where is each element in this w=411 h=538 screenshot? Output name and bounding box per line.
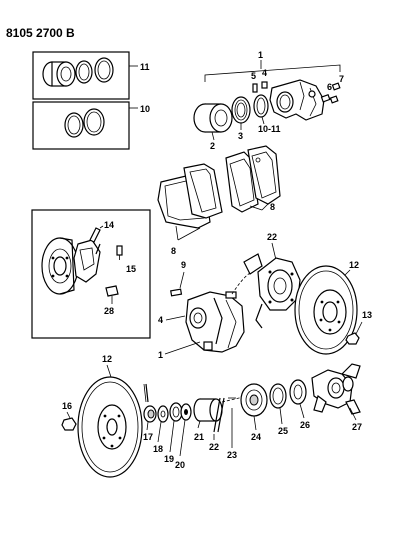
callout-6: 6 — [327, 82, 332, 92]
callout-28: 28 — [104, 306, 114, 316]
washer-20 — [180, 403, 192, 421]
callout-13: 13 — [362, 310, 372, 320]
callout-22-bottom: 22 — [209, 442, 219, 452]
steering-knuckle-27 — [311, 363, 361, 415]
bolt-15 — [116, 245, 123, 260]
caliper-assembly — [185, 291, 245, 353]
bearing-24 — [240, 383, 268, 417]
callout-19: 19 — [164, 454, 174, 464]
callout-25: 25 — [278, 426, 288, 436]
piston-boot-3 — [231, 96, 251, 124]
callout-8-top: 8 — [270, 202, 275, 212]
brake-rotor-12-right — [294, 265, 358, 355]
cotter-pin — [143, 383, 149, 403]
callout-11: 11 — [140, 62, 150, 72]
callout-3: 3 — [238, 131, 243, 141]
callout-12-left: 12 — [102, 354, 112, 364]
callout-8-left: 8 — [171, 246, 176, 256]
callout-17: 17 — [143, 432, 153, 442]
callout-16: 16 — [62, 401, 72, 411]
seal-kit-box-11 — [32, 51, 130, 100]
callout-20: 20 — [175, 460, 185, 470]
callout-4-mid: 4 — [158, 315, 163, 325]
caliper-housing — [269, 79, 325, 121]
washer-18 — [157, 405, 169, 423]
callout-10-11: 10-11 — [258, 124, 281, 134]
callout-26: 26 — [300, 420, 310, 430]
callout-23: 23 — [227, 450, 237, 460]
callout-22-top: 22 — [267, 232, 277, 242]
guide-bolt-7 — [329, 82, 341, 104]
callout-27: 27 — [352, 422, 362, 432]
clip-28 — [105, 285, 119, 297]
callout-1-mid: 1 — [158, 350, 163, 360]
brake-pads-8 — [157, 145, 281, 229]
callout-5: 5 — [251, 71, 256, 81]
guide-bolt-6 — [320, 93, 331, 103]
callout-2: 2 — [210, 141, 215, 151]
diagram-code: 8105 2700 B — [6, 26, 75, 40]
callout-10: 10 — [140, 104, 150, 114]
lug-nut-16 — [61, 417, 77, 431]
callout-1-top: 1 — [258, 50, 263, 60]
caliper-piston-2 — [193, 103, 233, 133]
nut-13 — [345, 332, 360, 345]
callout-9: 9 — [181, 260, 186, 270]
callout-14: 14 — [104, 220, 114, 230]
callout-21: 21 — [194, 432, 204, 442]
callout-4-top: 4 — [262, 68, 267, 78]
piston-seal-10-11 — [253, 94, 269, 118]
callout-15: 15 — [126, 264, 136, 274]
bearing-26 — [289, 379, 307, 405]
bearing-19 — [169, 402, 183, 422]
brake-rotor-12-left — [77, 376, 143, 478]
callout-12-right: 12 — [349, 260, 359, 270]
callout-24: 24 — [251, 432, 261, 442]
callout-7: 7 — [339, 74, 344, 84]
seal-25 — [269, 383, 287, 409]
bleeder-screw-5 — [252, 83, 258, 93]
hub-bearing-22 — [243, 253, 301, 329]
hub-nut-17 — [143, 405, 157, 423]
hub-detail-box — [31, 209, 151, 339]
callout-18: 18 — [153, 444, 163, 454]
seal-kit-box-10 — [32, 101, 130, 150]
wheel-stud-22 — [213, 397, 225, 433]
dust-cap-4 — [261, 81, 268, 89]
guide-pin-9 — [170, 288, 183, 297]
